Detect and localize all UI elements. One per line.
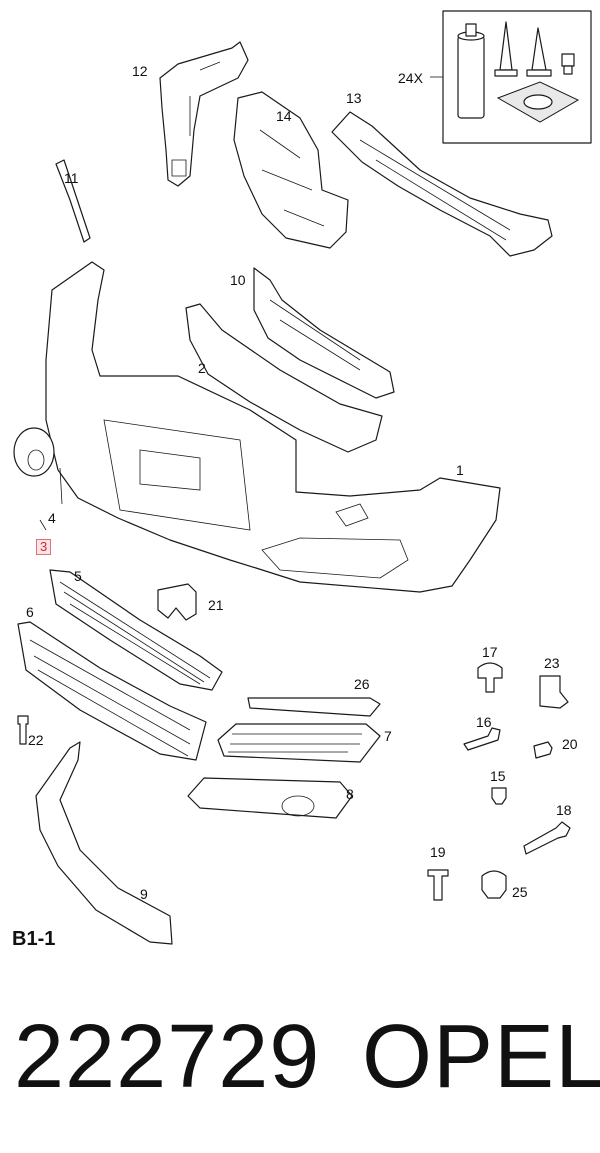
label-2: 2: [198, 360, 206, 376]
bumper-1: [45, 261, 501, 593]
label-3-highlighted[interactable]: 3: [36, 539, 52, 555]
label-15: 15: [490, 768, 506, 784]
label-9: 9: [140, 886, 148, 902]
kit-inset-box: [430, 10, 592, 144]
section-code: B1-1: [12, 928, 56, 950]
spoiler-9: [35, 741, 173, 945]
label-1: 1: [456, 462, 464, 478]
absorber-14: [233, 91, 349, 249]
label-8: 8: [346, 786, 354, 802]
tow-cover-3: [13, 427, 55, 477]
label-20: 20: [562, 736, 578, 752]
label-22: 22: [28, 732, 44, 748]
lower-grille-7: [217, 723, 381, 763]
label-25: 25: [512, 884, 528, 900]
nut-23: [539, 675, 569, 709]
rivet-18: [523, 821, 571, 855]
clip-25: [481, 870, 507, 899]
license-bracket-10: [253, 267, 395, 399]
label-17: 17: [482, 644, 498, 660]
screw-19: [427, 869, 449, 901]
label-16: 16: [476, 714, 492, 730]
label-5: 5: [74, 568, 82, 584]
pin-22: [17, 715, 29, 745]
label-21: 21: [208, 597, 224, 613]
label-14: 14: [276, 108, 292, 124]
brand-name: OPEL: [362, 1007, 600, 1107]
label-6: 6: [26, 604, 34, 620]
bracket-12: [159, 41, 249, 187]
exploded-parts-diagram: [13, 10, 592, 945]
nut-15: [491, 787, 507, 805]
screw-20: [533, 741, 553, 759]
strip-11: [55, 159, 91, 243]
label-18: 18: [556, 802, 572, 818]
label-4: 4: [48, 510, 56, 526]
fog-grille-8: [187, 777, 353, 819]
label-13: 13: [346, 90, 362, 106]
label-23: 23: [544, 655, 560, 671]
grille-frame-2: [185, 303, 383, 453]
label-26: 26: [354, 676, 370, 692]
clip-17: [477, 662, 503, 693]
label-7: 7: [384, 728, 392, 744]
support-rail-13: [331, 111, 553, 257]
bracket-21: [157, 583, 197, 621]
label-19: 19: [430, 844, 446, 860]
label-11: 11: [64, 170, 79, 186]
part-number: 222729: [14, 1007, 321, 1107]
label-12: 12: [132, 63, 148, 79]
trim-26: [247, 697, 381, 717]
label-24x: 24X: [398, 70, 423, 86]
grille-6: [17, 621, 207, 761]
label-10: 10: [230, 272, 246, 288]
rivet-16: [463, 727, 501, 751]
grille-5: [49, 569, 223, 691]
